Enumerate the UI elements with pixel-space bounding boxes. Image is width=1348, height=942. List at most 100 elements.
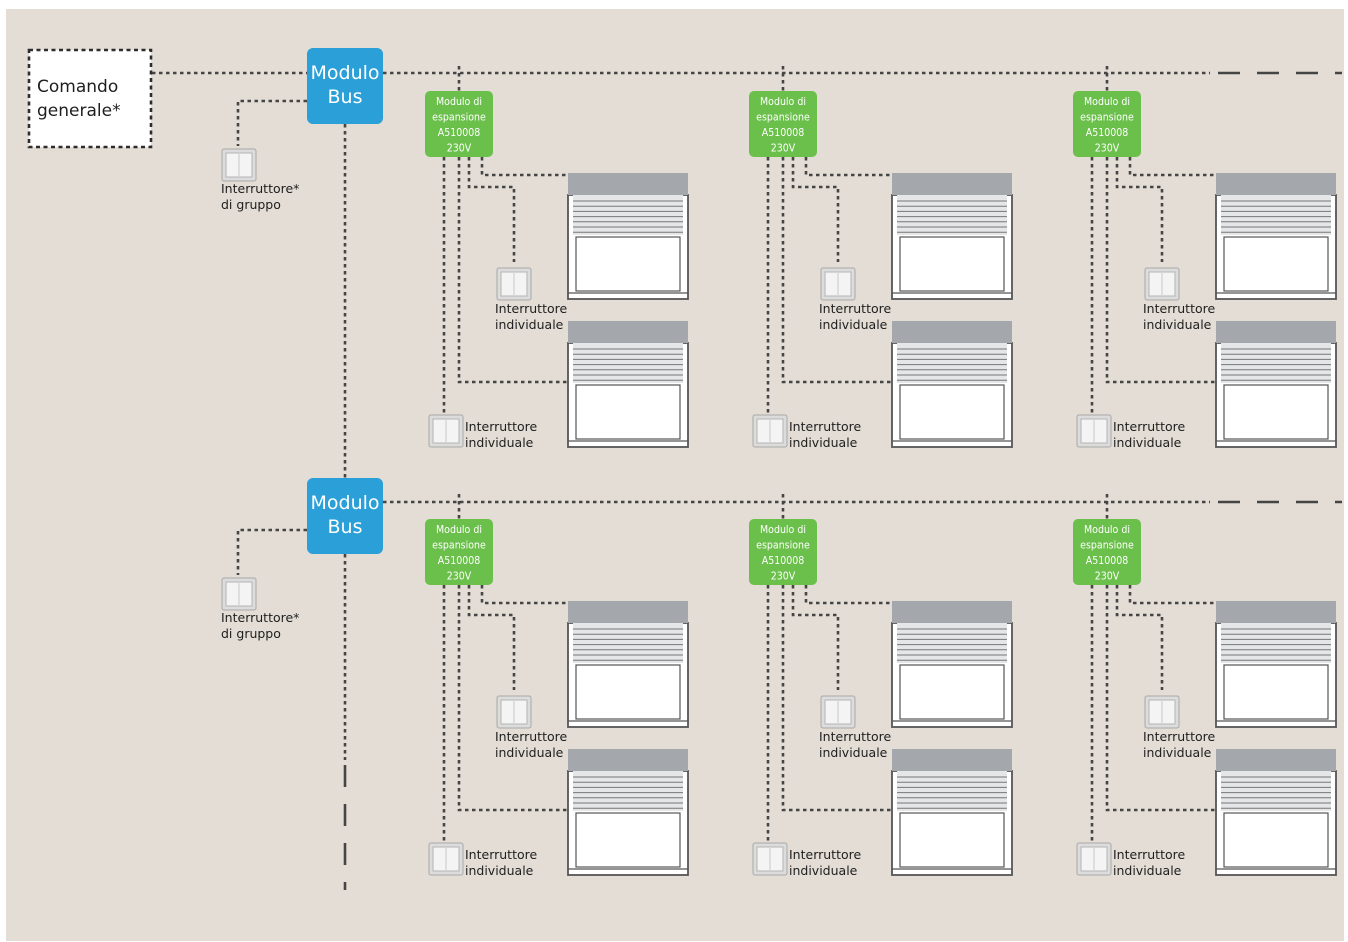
window-pane xyxy=(575,664,681,720)
individual-switch-label-line2: individuale xyxy=(1143,317,1212,332)
wire xyxy=(236,528,307,575)
individual-switch-label-line1: Interruttore xyxy=(495,301,567,316)
switch-icon xyxy=(496,695,532,729)
window-pane xyxy=(1223,236,1329,292)
individual-switch-label-line1: Interruttore xyxy=(819,729,891,744)
individual-switch-label-line2: individuale xyxy=(1113,435,1182,450)
shutter-curtain xyxy=(573,195,683,235)
individual-switch-label-line2: individuale xyxy=(1143,745,1212,760)
expansion-module-box xyxy=(1073,519,1141,585)
expansion-module-label-line: Modulo di xyxy=(436,524,482,536)
switch-icon xyxy=(1144,267,1180,301)
expansion-module-label-line: 230V xyxy=(447,571,472,583)
group-switch-label-line1: Interruttore* xyxy=(221,610,299,625)
bus-module-box xyxy=(307,48,383,124)
wires-layer xyxy=(152,66,1342,890)
window-pane xyxy=(1223,812,1329,868)
wire xyxy=(1115,157,1164,262)
roller-shutter-icon xyxy=(567,749,689,876)
individual-switch-label-line1: Interruttore xyxy=(495,729,567,744)
wire xyxy=(1115,585,1164,690)
switch-icon xyxy=(221,148,257,182)
bus-module-box xyxy=(307,478,383,554)
group-switch-label: Interruttore*di gruppo xyxy=(221,610,299,641)
roller-shutter-icon xyxy=(567,321,689,448)
expansion-module-label-line: Modulo di xyxy=(760,96,806,108)
expansion-module-label-line: 230V xyxy=(1095,571,1120,583)
wire xyxy=(457,157,569,384)
switch-icon xyxy=(1076,414,1112,448)
window-pane xyxy=(899,236,1005,292)
shutter-box xyxy=(892,601,1012,623)
window-pane xyxy=(575,384,681,440)
shutter-curtain xyxy=(897,623,1007,663)
individual-switch-label-line2: individuale xyxy=(789,863,858,878)
individual-switch-label-line1: Interruttore xyxy=(1113,419,1185,434)
roller-shutter-icon xyxy=(567,173,689,300)
roller-shutter-icon xyxy=(1215,601,1337,728)
roller-shutter-icon xyxy=(567,601,689,728)
expansion-module-label-line: A510008 xyxy=(1086,127,1129,139)
switch-icon xyxy=(428,414,464,448)
shutter-curtain xyxy=(897,195,1007,235)
group-switch-label-line2: di gruppo xyxy=(221,626,281,641)
window-pane xyxy=(1223,384,1329,440)
wire xyxy=(467,585,516,690)
general-command-label-line1: Comando xyxy=(37,77,118,97)
shutter-box xyxy=(568,173,688,195)
expansion-module-label-line: A510008 xyxy=(438,127,481,139)
group-switch-label-line2: di gruppo xyxy=(221,197,281,212)
roller-shutter-icon xyxy=(891,601,1013,728)
expansion-module-label-line: A510008 xyxy=(438,555,481,567)
expansion-module-label-line: espansione xyxy=(1080,112,1134,124)
expansion-module-box xyxy=(749,519,817,585)
switch-icon xyxy=(428,842,464,876)
bus-module-label-line1: Modulo xyxy=(310,492,379,514)
expansion-module-label-line: Modulo di xyxy=(1084,96,1130,108)
switch-icon xyxy=(752,842,788,876)
wire xyxy=(1105,585,1217,812)
individual-switch-label-line2: individuale xyxy=(819,745,888,760)
switch-icon xyxy=(820,695,856,729)
expansion-module-label-line: espansione xyxy=(756,540,810,552)
shutter-box xyxy=(1216,173,1336,195)
individual-switch-label-line2: individuale xyxy=(789,435,858,450)
expansion-module-box xyxy=(425,519,493,585)
window-pane xyxy=(575,812,681,868)
shutter-box xyxy=(1216,601,1336,623)
roller-shutter-icon xyxy=(1215,749,1337,876)
general-command-label-line2: generale* xyxy=(37,101,121,121)
expansion-module-label-line: espansione xyxy=(756,112,810,124)
bus-module-label-line1: Modulo xyxy=(310,62,379,84)
expansion-module-label-line: espansione xyxy=(1080,540,1134,552)
expansion-module-label-line: A510008 xyxy=(762,555,805,567)
shutter-box xyxy=(568,321,688,343)
expansion-module-label-line: 230V xyxy=(1095,143,1120,155)
window-pane xyxy=(899,664,1005,720)
expansion-module-label-line: 230V xyxy=(771,143,796,155)
switch-icon xyxy=(752,414,788,448)
individual-switch-label-line1: Interruttore xyxy=(465,847,537,862)
general-command: Comando generale* xyxy=(27,48,153,149)
switch-icon xyxy=(221,577,257,611)
shutter-curtain xyxy=(897,343,1007,383)
expansion-module-label-line: A510008 xyxy=(762,127,805,139)
individual-switch-label-line1: Interruttore xyxy=(1143,301,1215,316)
window-pane xyxy=(575,236,681,292)
switch-icon xyxy=(496,267,532,301)
expansion-module-label-line: 230V xyxy=(447,143,472,155)
window-pane xyxy=(1223,664,1329,720)
shutter-curtain xyxy=(1221,195,1331,235)
individual-switch-label-line1: Interruttore xyxy=(1143,729,1215,744)
roller-shutter-icon xyxy=(1215,321,1337,448)
